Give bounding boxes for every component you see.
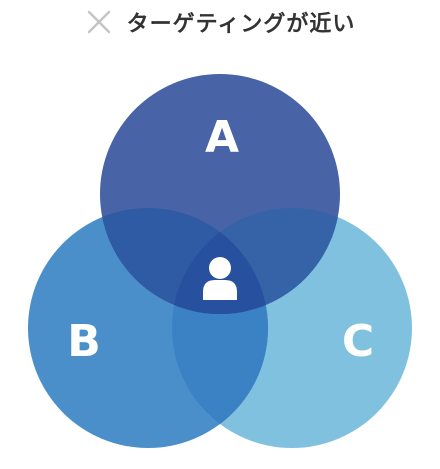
circle-c-label: C <box>342 316 374 367</box>
venn-diagram: A B C <box>28 74 412 448</box>
page-title: ターゲティングが近い <box>126 12 356 37</box>
overlap-a <box>100 208 340 314</box>
circle-a-label: A <box>205 112 239 163</box>
x-mark-icon <box>87 10 110 34</box>
person-icon <box>203 257 237 300</box>
circle-b-label: B <box>67 316 101 367</box>
header: ターゲティングが近い <box>0 0 440 44</box>
